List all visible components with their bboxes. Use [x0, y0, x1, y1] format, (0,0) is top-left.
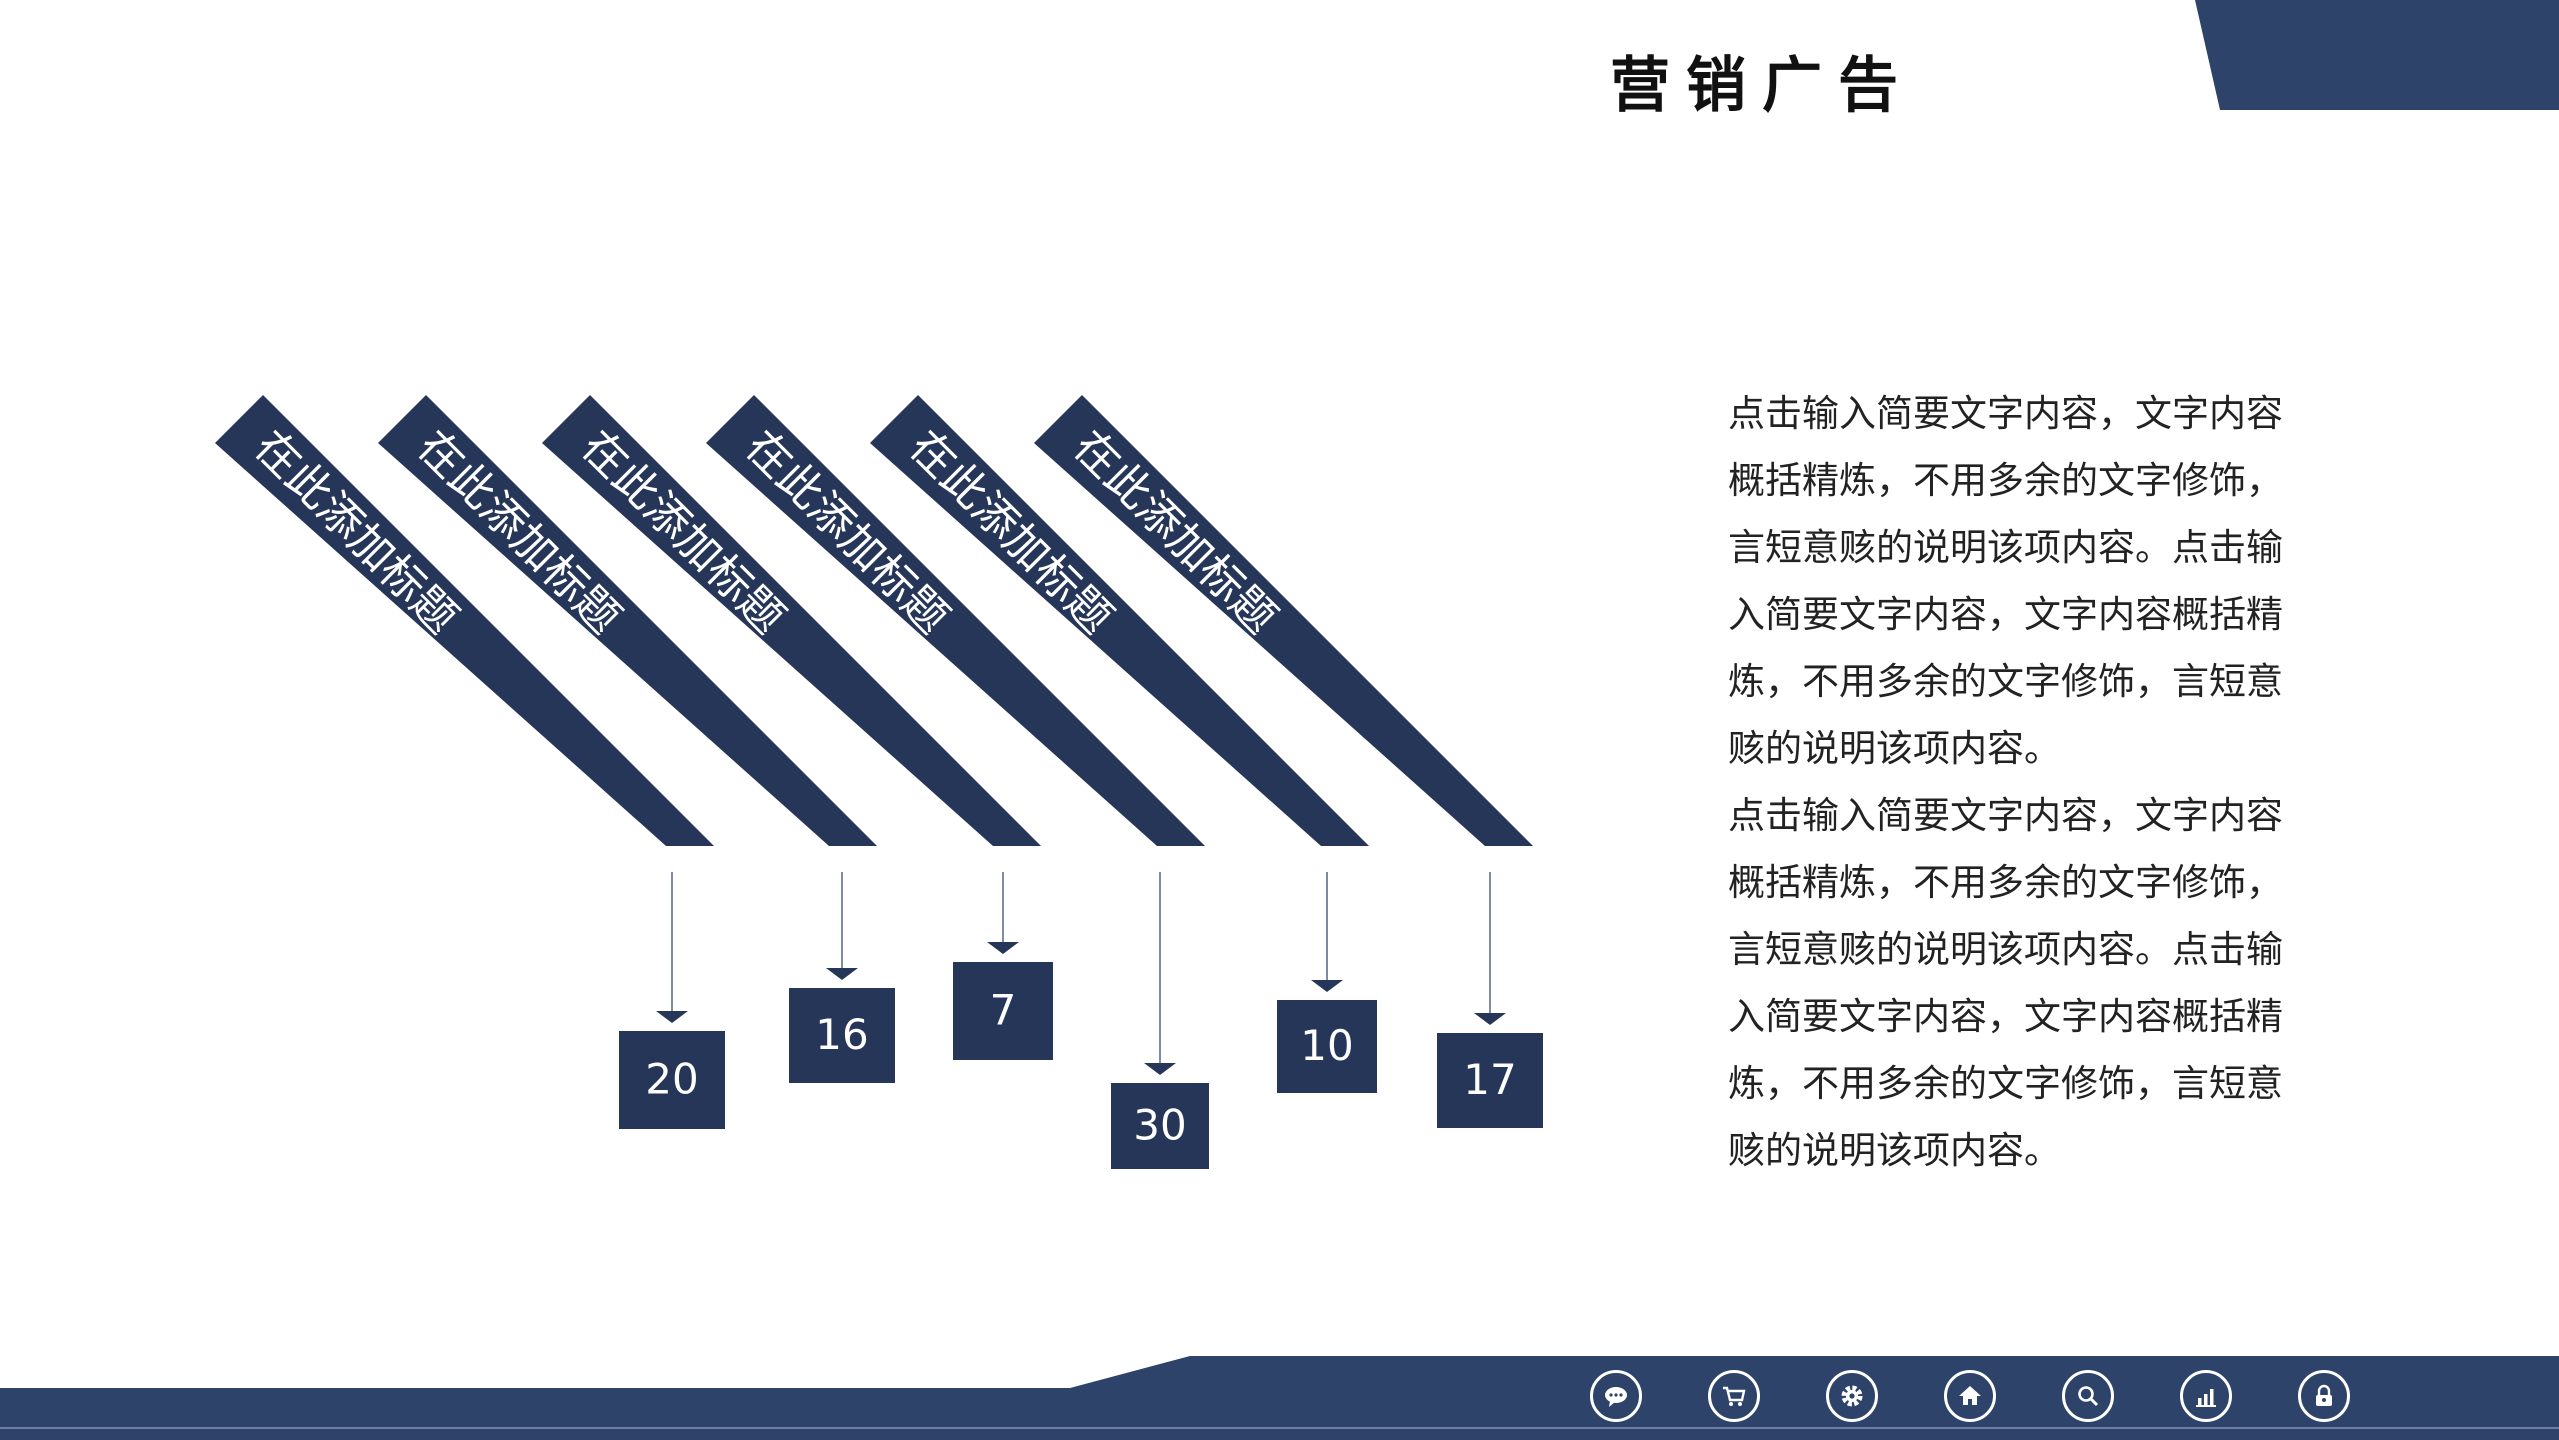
stripe-diagram: 在此添加标题20在此添加标题16在此添加标题7在此添加标题30在此添加标题10在…: [215, 395, 1543, 1169]
value-box-3: [953, 962, 1053, 1060]
value-label-4: 30: [1133, 1101, 1186, 1150]
connector-arrow-2: [826, 968, 858, 980]
value-label-1: 20: [645, 1055, 698, 1104]
description-paragraph-1: 点击输入简要文字内容，文字内容概括精炼，不用多余的文字修饰，言短意赅的说明该项内…: [1728, 392, 2283, 770]
value-label-6: 17: [1463, 1055, 1516, 1104]
value-label-2: 16: [815, 1010, 868, 1059]
description-paragraph-2: 点击输入简要文字内容，文字内容概括精炼，不用多余的文字修饰，言短意赅的说明该项内…: [1728, 794, 2283, 1172]
connector-arrow-5: [1311, 980, 1343, 992]
home-icon[interactable]: [1944, 1370, 1996, 1422]
value-box-5: [1277, 1000, 1377, 1093]
connector-arrow-1: [656, 1011, 688, 1023]
connector-arrow-3: [987, 942, 1019, 954]
connector-arrow-6: [1474, 1013, 1506, 1025]
footer-band: [0, 1356, 2559, 1440]
chat-icon[interactable]: [1590, 1370, 1642, 1422]
stripe-4: [706, 395, 1205, 846]
value-box-2: [789, 988, 895, 1083]
value-box-6: [1437, 1033, 1543, 1128]
chart-icon[interactable]: [2180, 1370, 2232, 1422]
connector-arrow-4: [1144, 1063, 1176, 1075]
stripe-5: [870, 395, 1369, 846]
stripe-3: [542, 395, 1041, 846]
gear-icon[interactable]: [1826, 1370, 1878, 1422]
description-text: 点击输入简要文字内容，文字内容概括精炼，不用多余的文字修饰，言短意赅的说明该项内…: [1728, 380, 2308, 1184]
value-box-1: [619, 1031, 725, 1129]
corner-accent-block: [2195, 0, 2559, 110]
stripe-6: [1034, 395, 1533, 846]
value-label-5: 10: [1300, 1021, 1353, 1070]
lock-icon[interactable]: [2298, 1370, 2350, 1422]
stripe-1: [215, 395, 714, 846]
value-label-3: 7: [990, 986, 1017, 1035]
page-title: 营销广告: [1610, 51, 1914, 121]
value-box-4: [1111, 1083, 1209, 1169]
search-icon[interactable]: [2062, 1370, 2114, 1422]
footer-icon-bar: [1590, 1368, 2350, 1424]
cart-icon[interactable]: [1708, 1370, 1760, 1422]
stripe-2: [378, 395, 877, 846]
